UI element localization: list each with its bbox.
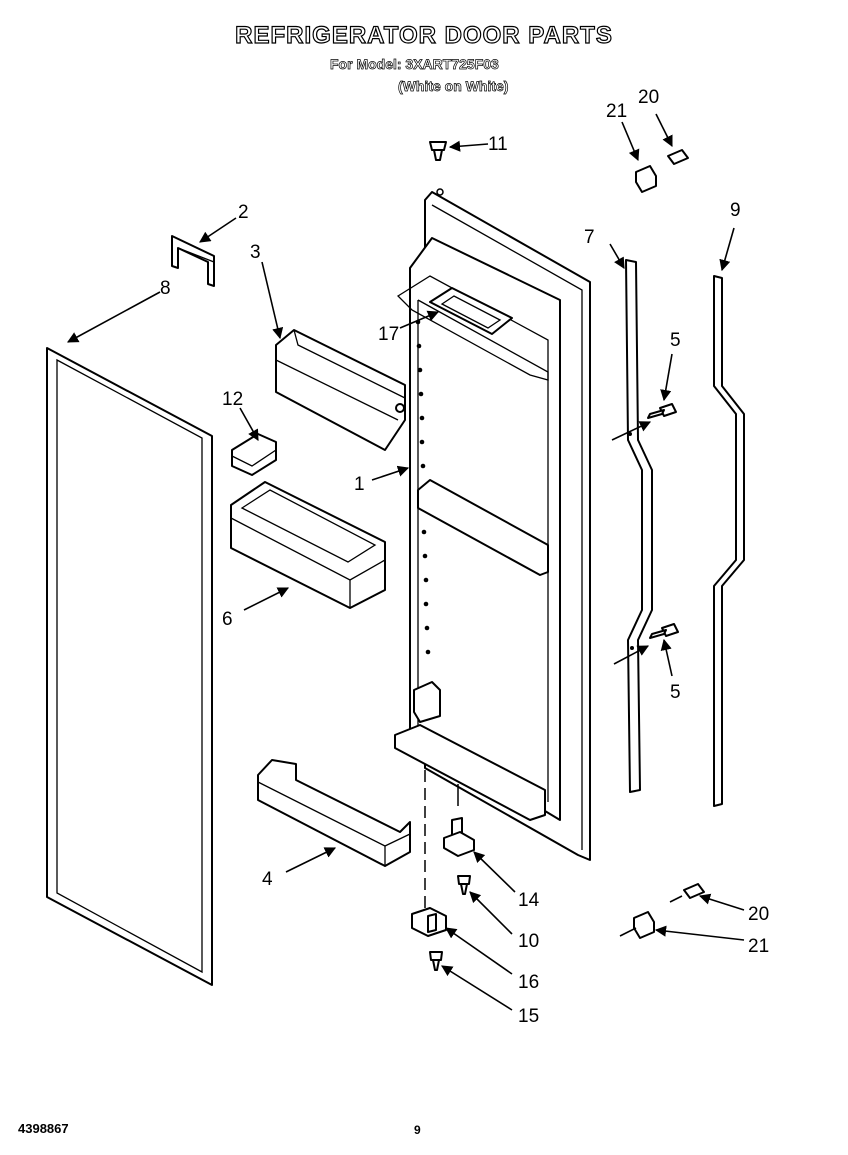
handle-insert [429,287,513,335]
top-screw [429,141,447,161]
callout-9: 9 [730,200,741,221]
shelf-bar [257,759,411,867]
callout-21-top: 21 [606,101,627,122]
callout-4: 4 [262,869,273,890]
callout-12: 12 [222,389,243,410]
finish-label: (White on White) [398,78,509,95]
callout-14: 14 [518,890,540,911]
screw-small [457,875,471,895]
page-number: 9 [414,1123,421,1137]
top-stop-assembly [635,149,689,193]
door-gasket [46,347,213,986]
hinge-pin [443,784,475,857]
door-liner [394,191,591,861]
callout-5-lower: 5 [670,682,681,703]
callout-17: 17 [378,324,399,345]
callout-15: 15 [518,1006,539,1027]
bottom-stop-assembly [633,883,705,939]
callout-11: 11 [488,134,508,155]
lower-hinge-bracket [411,907,447,937]
liner-dimple-column [415,319,431,655]
callout-20-bottom: 20 [748,904,769,925]
callout-7: 7 [584,227,595,248]
rail-screw-upper [647,403,677,419]
callout-20-top: 20 [638,87,659,108]
hinge-rail [625,259,653,793]
hinge-clip [231,433,277,476]
bracket-part [171,235,215,287]
callout-10: 10 [518,931,539,952]
leader-lines [67,113,745,1011]
callout-1: 1 [354,474,365,495]
callout-6: 6 [222,609,233,630]
dairy-bin [230,481,386,609]
dairy-door [275,329,406,451]
callout-16: 16 [518,972,539,993]
document-number: 4398867 [18,1121,69,1136]
model-number: For Model: 3XART725F03 [330,56,500,73]
screw-bottom [429,951,443,971]
callout-3: 3 [250,242,261,263]
callout-2: 2 [238,202,249,223]
callout-8: 8 [160,278,171,299]
page-title: REFRIGERATOR DOOR PARTS [235,21,613,49]
door-seal-strip [713,275,745,807]
callout-21-bottom: 21 [748,936,769,957]
rail-screw-lower [649,623,679,639]
callout-5-upper: 5 [670,330,681,351]
